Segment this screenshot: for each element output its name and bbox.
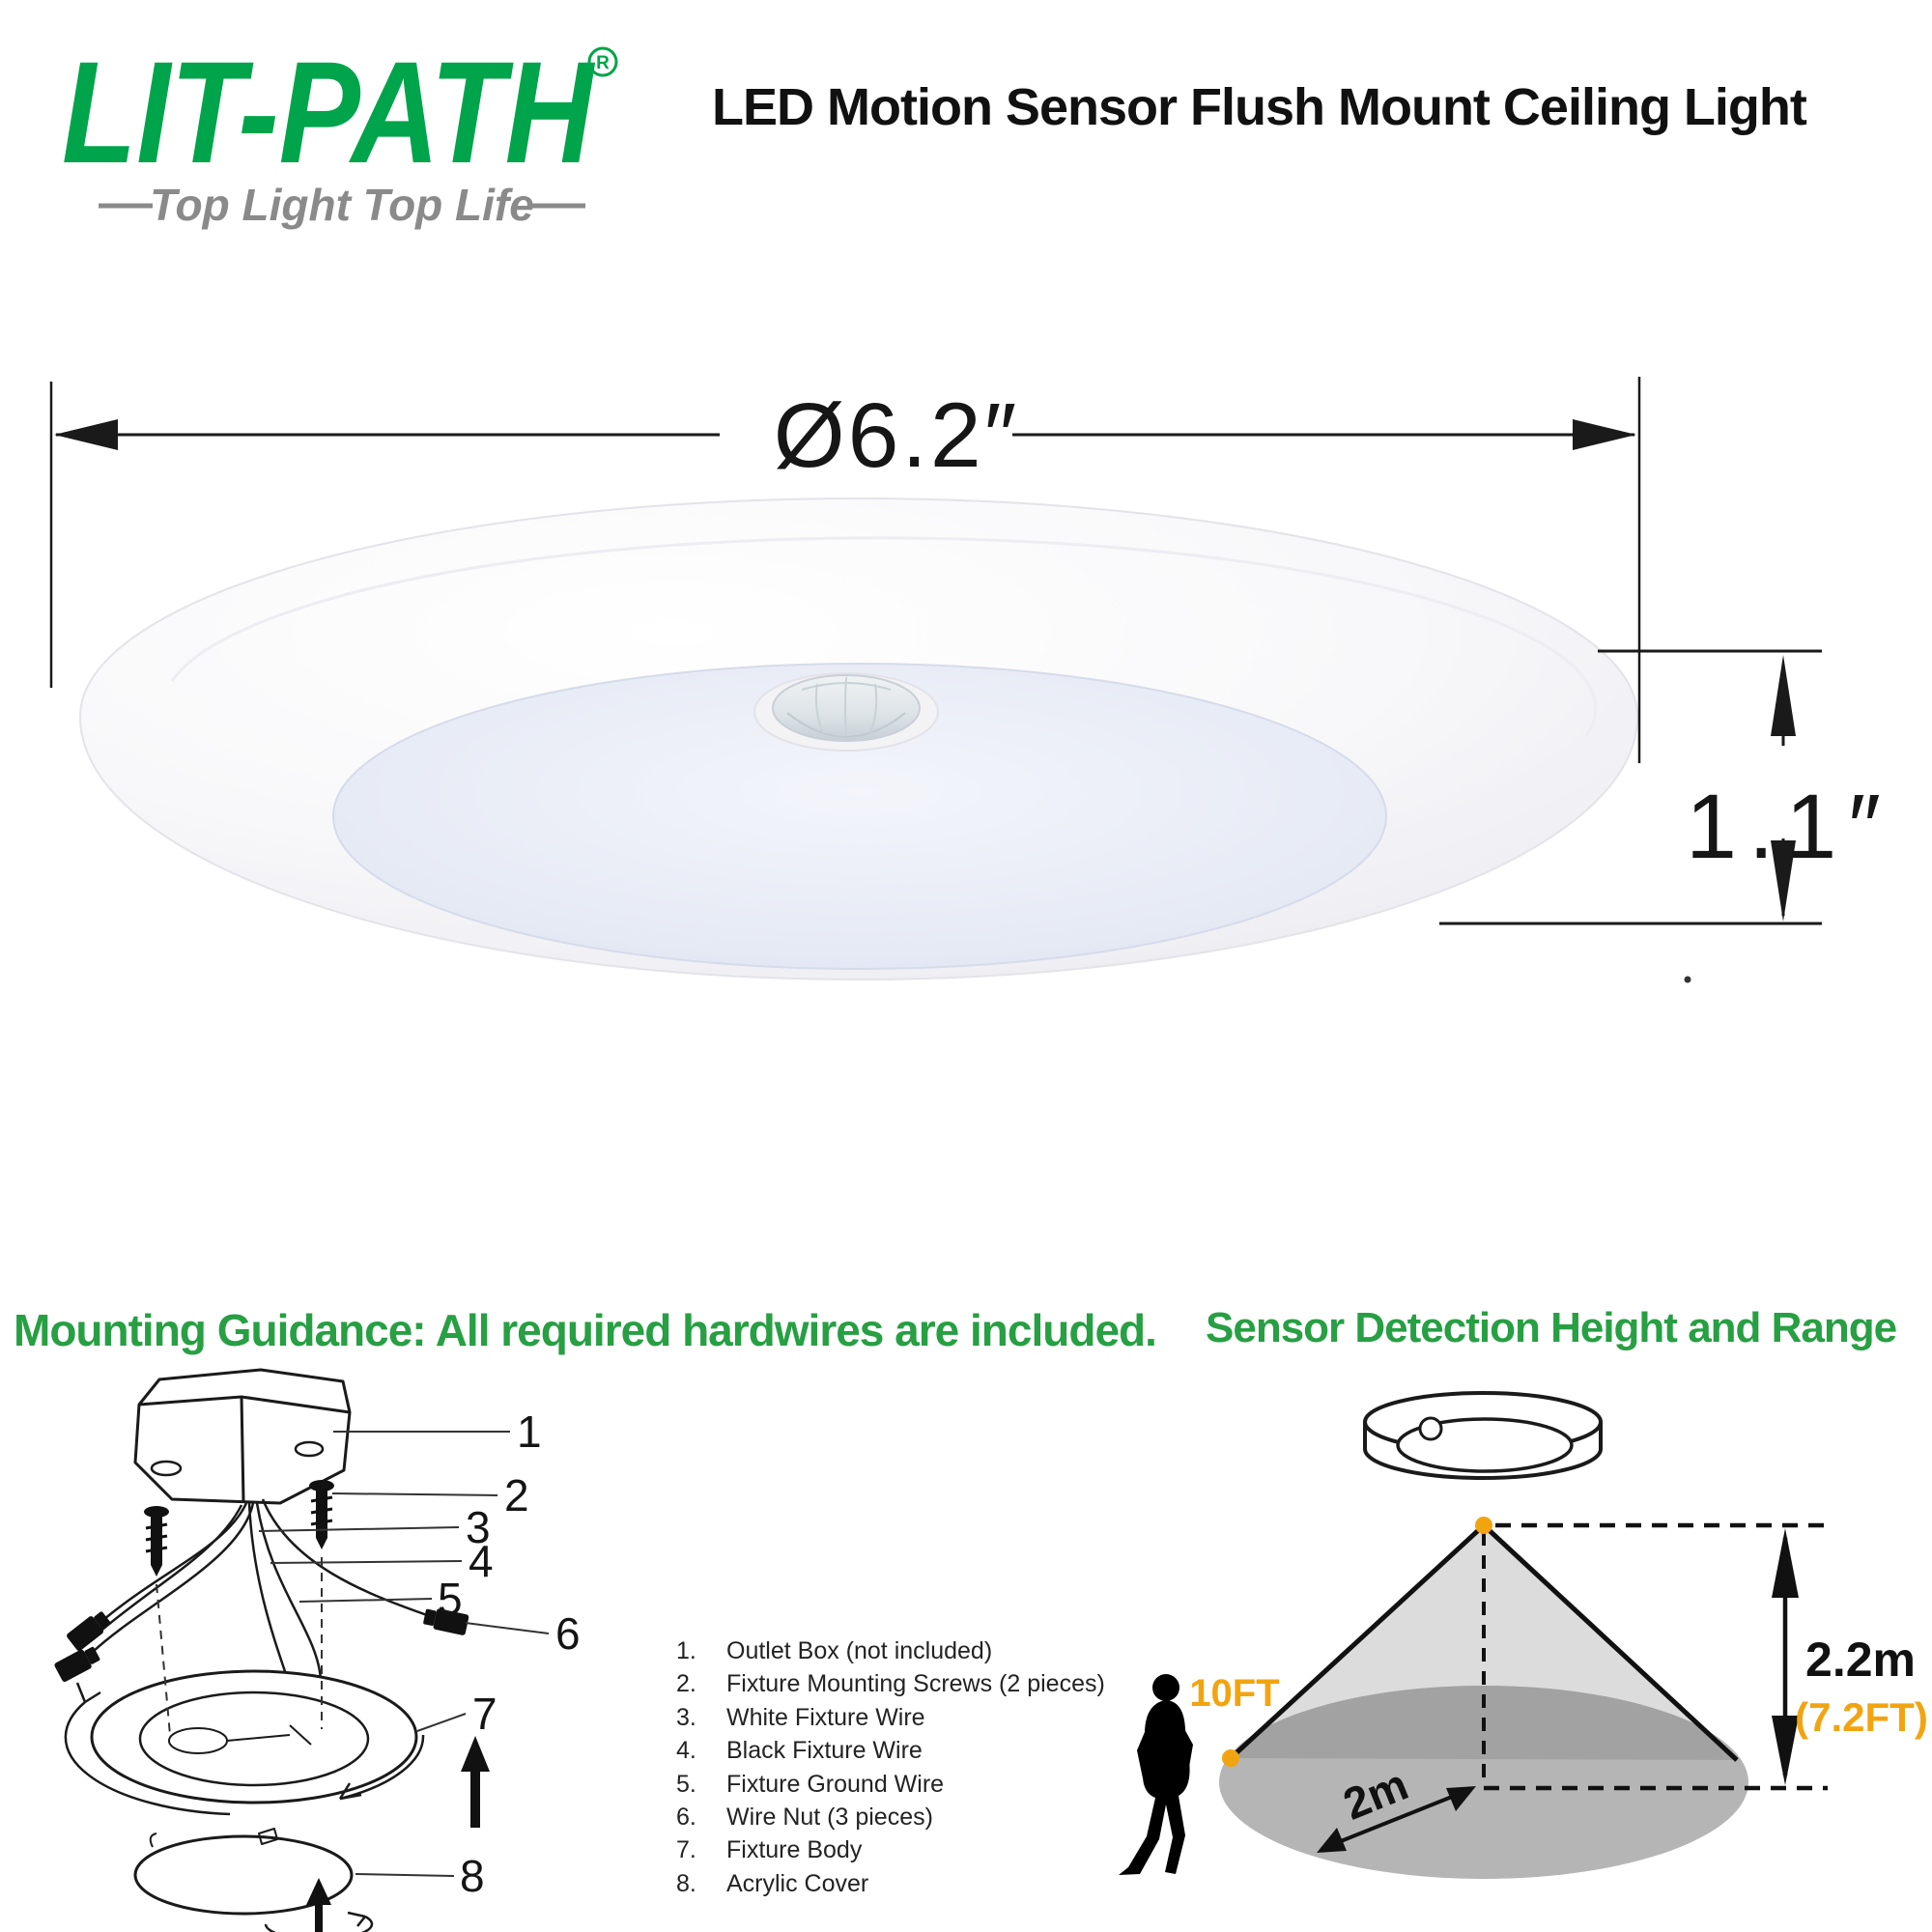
acrylic-cover-drawing	[133, 1828, 354, 1916]
parts-list: 1. Outlet Box (not included) 2. Fixture …	[676, 1634, 1105, 1900]
cover-rotate-arrow-icon	[264, 1915, 374, 1932]
edge-dot-icon	[1222, 1749, 1239, 1767]
down-arrow-icon	[1771, 840, 1796, 922]
detection-height-alt-label: (7.2FT)	[1795, 1694, 1928, 1740]
screw-guide-dashes	[156, 1557, 323, 1736]
diameter-dimension	[49, 377, 1641, 763]
product-dimension-drawing: Ø6.2″ 1.1″	[49, 377, 1892, 983]
left-arrow-icon	[54, 419, 118, 450]
stray-dot	[1684, 976, 1691, 983]
sensor-heading: Sensor Detection Height and Range	[1206, 1304, 1897, 1351]
list-item: 8. Acrylic Cover	[676, 1869, 869, 1897]
part-label-3: 3	[466, 1502, 491, 1552]
walk-distance-label: 10FT	[1189, 1672, 1279, 1715]
sensor-detection-diagram: 10FT 2.2m (7.2FT) 2m	[1119, 1391, 1928, 1879]
cone-edges	[1229, 1523, 1739, 1762]
reference-dashes	[1482, 1522, 1828, 1791]
ceiling-light-drawing	[1363, 1391, 1603, 1480]
list-item: 6. Wire Nut (3 pieces)	[676, 1804, 933, 1832]
logo-block: LIT-PATH R Top Light Top Life	[62, 31, 618, 230]
height-label: 1.1″	[1686, 776, 1892, 878]
mounting-exploded-diagram: 1 2 3 4 5 6 7 8	[54, 1368, 581, 1932]
rotate-arrow-icon	[64, 1682, 425, 1816]
mounting-screw-icon	[144, 1480, 334, 1577]
list-item: 2. Fixture Mounting Screws (2 pieces)	[676, 1670, 1105, 1698]
fixture-lens	[332, 663, 1387, 970]
height-double-arrow	[1772, 1528, 1799, 1785]
part-label-7: 7	[472, 1689, 497, 1739]
part-label-5: 5	[438, 1574, 463, 1624]
list-item: 5. Fixture Ground Wire	[676, 1770, 945, 1798]
detection-height-label: 2.2m	[1805, 1633, 1916, 1687]
motion-sensor-dome-icon	[753, 672, 939, 752]
registered-mark-letter: R	[596, 53, 610, 73]
apex-dot-icon	[1475, 1517, 1492, 1534]
logo-text: LIT-PATH	[62, 31, 595, 193]
part-label-2: 2	[504, 1470, 529, 1520]
person-silhouette-icon	[1119, 1674, 1193, 1875]
detection-area-overlap	[1231, 1686, 1737, 1760]
fixture-bevel-crease	[170, 536, 1598, 737]
part-label-8: 8	[460, 1851, 485, 1901]
page-title: LED Motion Sensor Flush Mount Ceiling Li…	[712, 78, 1807, 136]
leader-lines	[258, 1431, 550, 1877]
list-item: 3. White Fixture Wire	[676, 1703, 925, 1731]
part-label-1: 1	[517, 1406, 542, 1457]
list-item: 4. Black Fixture Wire	[676, 1737, 923, 1765]
fixture-wires	[92, 1498, 428, 1687]
mounting-heading: Mounting Guidance: All required hardwire…	[14, 1305, 1157, 1355]
list-item: 7. Fixture Body	[676, 1836, 863, 1864]
up-arrow-icon	[1771, 655, 1796, 736]
fixture-body-drawing	[90, 1669, 418, 1804]
registered-mark-icon	[587, 46, 618, 77]
part-label-4: 4	[469, 1536, 494, 1586]
part-label-6: 6	[555, 1608, 581, 1659]
logo-tagline: Top Light Top Life	[150, 180, 534, 230]
diameter-label: Ø6.2″	[774, 384, 1020, 487]
right-arrow-icon	[1573, 419, 1636, 450]
list-item: 1. Outlet Box (not included)	[676, 1637, 993, 1664]
wire-nut-icon	[54, 1608, 469, 1682]
radius-double-arrow	[1317, 1786, 1476, 1853]
assemble-up-arrow-icon	[306, 1736, 490, 1932]
